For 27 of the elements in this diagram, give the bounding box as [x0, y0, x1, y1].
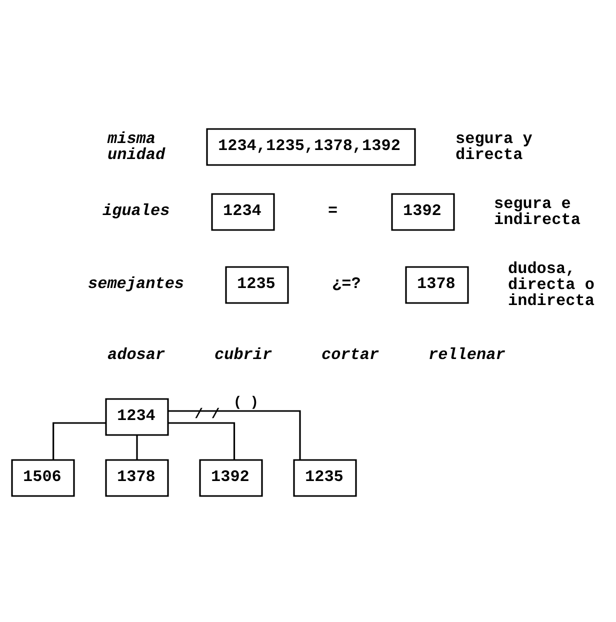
- label: misma unidad: [108, 129, 166, 164]
- edge-label: ( ): [233, 394, 259, 411]
- node-box: 1506: [11, 458, 75, 496]
- node-box: 1378: [105, 458, 169, 496]
- node-box: 1234: [105, 398, 169, 436]
- node-box: 1235: [225, 266, 289, 304]
- label: adosar: [108, 345, 166, 364]
- label: ¿=?: [332, 274, 361, 292]
- node-box: 1378: [405, 266, 469, 304]
- connector: [52, 422, 106, 460]
- label: iguales: [102, 201, 170, 220]
- label: cubrir: [214, 345, 272, 364]
- label: cortar: [322, 345, 380, 364]
- connector: [168, 410, 301, 460]
- node-box: 1234,1235,1378,1392: [206, 128, 416, 166]
- label: semejantes: [88, 274, 184, 292]
- node-box: 1234: [211, 192, 275, 230]
- label: dudosa, directa o indirecta: [508, 259, 594, 310]
- node-box: 1235: [293, 458, 357, 496]
- connector: [168, 422, 236, 460]
- label: segura y directa: [456, 129, 532, 164]
- connector: [136, 434, 138, 460]
- node-box: 1392: [391, 192, 455, 230]
- node-box: 1392: [199, 458, 263, 496]
- label: =: [328, 201, 338, 220]
- label: rellenar: [428, 345, 506, 364]
- label: segura e indirecta: [494, 194, 580, 228]
